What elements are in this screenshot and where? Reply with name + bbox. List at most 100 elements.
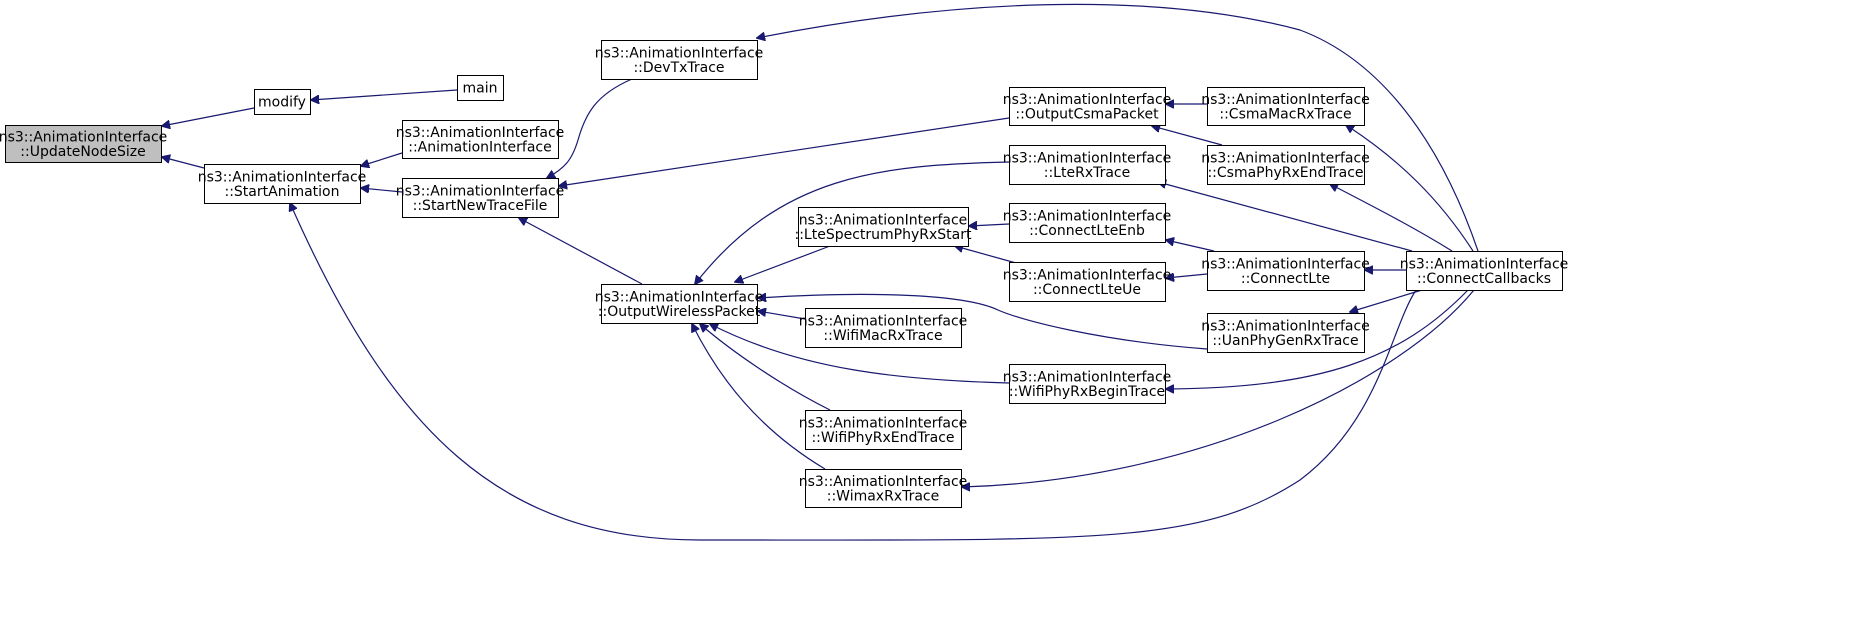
edge-connect_lte-to-connect_lte_enb [1166, 240, 1215, 252]
node-label-line: ns3::AnimationInterface [1400, 256, 1569, 272]
node-box [5, 125, 162, 163]
node-label-line: ::StartAnimation [224, 184, 339, 200]
node-update-node-size[interactable]: ns3::AnimationInterface::UpdateNodeSize [0, 125, 167, 163]
node-box [1009, 87, 1166, 126]
edge-start_new_trace_file-to-start_animation [361, 188, 403, 192]
edge-connect_callbacks-to-lte_rx_trace [1158, 182, 1413, 252]
node-label-line: ns3::AnimationInterface [1003, 92, 1172, 108]
node-box [1207, 145, 1365, 185]
node-box [601, 284, 758, 324]
node-label-line: ::OutputWirelessPacket [598, 304, 761, 320]
node-box [254, 89, 311, 115]
node-label-line: ::WifiPhyRxEndTrace [811, 430, 954, 446]
node-label-line: ns3::AnimationInterface [198, 169, 367, 185]
node-label-line: ns3::AnimationInterface [396, 183, 565, 199]
node-start-new-trace-file[interactable]: ns3::AnimationInterface::StartNewTraceFi… [396, 178, 565, 218]
node-box [1009, 203, 1166, 243]
node-box [204, 164, 361, 204]
edge-main-to-modify [311, 89, 458, 100]
edge-start_animation-to-update_node_size [162, 157, 205, 169]
node-modify[interactable]: modify [254, 89, 311, 115]
node-label-line: ns3::AnimationInterface [1003, 208, 1172, 224]
node-box [805, 469, 962, 508]
node-box [1207, 87, 1365, 126]
node-label-line: ns3::AnimationInterface [799, 415, 968, 431]
node-label-line: main [463, 81, 498, 97]
edge-connect_callbacks-to-uan_phy_gen_rx_trace [1350, 289, 1423, 312]
node-label-line: ns3::AnimationInterface [799, 474, 968, 490]
node-label-line: ::ConnectLteEnb [1029, 223, 1145, 239]
node-connect-callbacks[interactable]: ns3::AnimationInterface::ConnectCallback… [1400, 251, 1569, 291]
node-label-line: ns3::AnimationInterface [1003, 150, 1172, 166]
node-label-line: ::WimaxRxTrace [827, 488, 940, 504]
node-label-line: ::AnimationInterface [408, 139, 552, 155]
edge-connect_lte_ue-to-lte_spectrum_phy_rx_start [955, 246, 1017, 264]
node-box [457, 75, 504, 101]
node-box [1009, 262, 1166, 302]
edge-modify-to-update_node_size [162, 107, 255, 126]
node-lte-rx-trace[interactable]: ns3::AnimationInterface::LteRxTrace [1003, 145, 1172, 185]
node-box [402, 120, 559, 159]
edge-wifi_phy_rx_begin_trace-to-output_wireless_packet [710, 324, 1010, 384]
node-lte-spectrum-phy-rx-start[interactable]: ns3::AnimationInterface::LteSpectrumPhyR… [795, 207, 973, 247]
node-label-line: ns3::AnimationInterface [1201, 92, 1370, 108]
node-box [1009, 364, 1166, 404]
node-dev-tx-trace[interactable]: ns3::AnimationInterface::DevTxTrace [595, 40, 764, 80]
node-layer: ns3::AnimationInterface::UpdateNodeSize m… [0, 40, 1569, 508]
edge-connect_callbacks-to-dev_tx_trace [757, 3, 1479, 252]
node-wimax-rx-trace[interactable]: ns3::AnimationInterface::WimaxRxTrace [799, 469, 968, 508]
node-label-line: ::OutputCsmaPacket [1015, 106, 1159, 122]
node-output-wireless-packet[interactable]: ns3::AnimationInterface::OutputWirelessP… [595, 284, 764, 324]
node-label-line: ::LteSpectrumPhyRxStart [795, 227, 973, 243]
node-label-line: ns3::AnimationInterface [1201, 318, 1370, 334]
edge-wimax_rx_trace-to-output_wireless_packet [692, 324, 826, 470]
node-wifi-phy-rx-begin-trace[interactable]: ns3::AnimationInterface::WifiPhyRxBeginT… [1003, 364, 1172, 404]
edge-output_wireless_packet-to-start_new_trace_file [519, 218, 643, 285]
node-box [805, 308, 962, 348]
node-connect-lte-enb[interactable]: ns3::AnimationInterface::ConnectLteEnb [1003, 203, 1172, 243]
edge-wifi_phy_rx_end_trace-to-output_wireless_packet [700, 324, 831, 411]
edge-uan_phy_gen_rx_trace-to-output_wireless_packet [758, 294, 1208, 350]
node-label-line: ns3::AnimationInterface [1003, 267, 1172, 283]
node-connect-lte[interactable]: ns3::AnimationInterface::ConnectLte [1201, 251, 1370, 291]
edge-connect_lte-to-connect_lte_ue [1166, 274, 1208, 278]
node-box [798, 207, 969, 247]
node-uan-phy-gen-rx-trace[interactable]: ns3::AnimationInterface::UanPhyGenRxTrac… [1201, 313, 1370, 353]
node-label-line: ::StartNewTraceFile [413, 198, 548, 214]
edge-dev_tx_trace-to-start_new_trace_file [547, 78, 633, 178]
node-label-line: modify [258, 95, 306, 111]
node-start-animation[interactable]: ns3::AnimationInterface::StartAnimation [198, 164, 367, 204]
node-connect-lte-ue[interactable]: ns3::AnimationInterface::ConnectLteUe [1003, 262, 1172, 302]
edge-lte_spectrum_phy_rx_start-to-output_wireless_packet [735, 245, 831, 282]
node-wifi-phy-rx-end-trace[interactable]: ns3::AnimationInterface::WifiPhyRxEndTra… [799, 410, 968, 450]
node-label-line: ::CsmaMacRxTrace [1219, 106, 1351, 122]
edge-connect_callbacks-to-csma_mac_rx_trace [1346, 125, 1474, 252]
node-label-line: ::DevTxTrace [633, 60, 724, 76]
edge-animation_interface-to-start_animation [361, 152, 403, 166]
node-label-line: ::CsmaPhyRxEndTrace [1207, 165, 1363, 181]
node-label-line: ::ConnectCallbacks [1417, 271, 1551, 287]
edge-lte_rx_trace-to-output_wireless_packet [695, 161, 1010, 284]
node-label-line: ns3::AnimationInterface [799, 212, 968, 228]
node-label-line: ns3::AnimationInterface [595, 45, 764, 61]
node-animation-interface[interactable]: ns3::AnimationInterface::AnimationInterf… [396, 120, 565, 159]
node-main[interactable]: main [457, 75, 504, 101]
node-csma-phy-rx-end-trace[interactable]: ns3::AnimationInterface::CsmaPhyRxEndTra… [1201, 145, 1370, 185]
node-wifi-mac-rx-trace[interactable]: ns3::AnimationInterface::WifiMacRxTrace [799, 308, 968, 348]
edge-wifi_mac_rx_trace-to-output_wireless_packet [758, 311, 806, 320]
edge-csma_phy_rx_end_trace-to-output_csma_packet [1152, 126, 1223, 146]
node-label-line: ns3::AnimationInterface [595, 289, 764, 305]
node-label-line: ns3::AnimationInterface [1201, 150, 1370, 166]
node-label-line: ::UpdateNodeSize [20, 144, 145, 160]
node-label-line: ::WifiPhyRxBeginTrace [1009, 384, 1165, 400]
edge-output_csma_packet-to-start_new_trace_file [559, 117, 1010, 186]
edge-connect_callbacks-to-start_animation [290, 203, 1417, 541]
node-csma-mac-rx-trace[interactable]: ns3::AnimationInterface::CsmaMacRxTrace [1201, 87, 1370, 126]
edge-connect_callbacks-to-csma_phy_rx_end_trace [1330, 184, 1453, 252]
node-box [1406, 251, 1563, 291]
node-output-csma-packet[interactable]: ns3::AnimationInterface::OutputCsmaPacke… [1003, 87, 1172, 126]
edge-connect_callbacks-to-wimax_rx_trace [962, 289, 1475, 487]
node-label-line: ::ConnectLte [1241, 271, 1330, 287]
node-label-line: ns3::AnimationInterface [396, 125, 565, 141]
